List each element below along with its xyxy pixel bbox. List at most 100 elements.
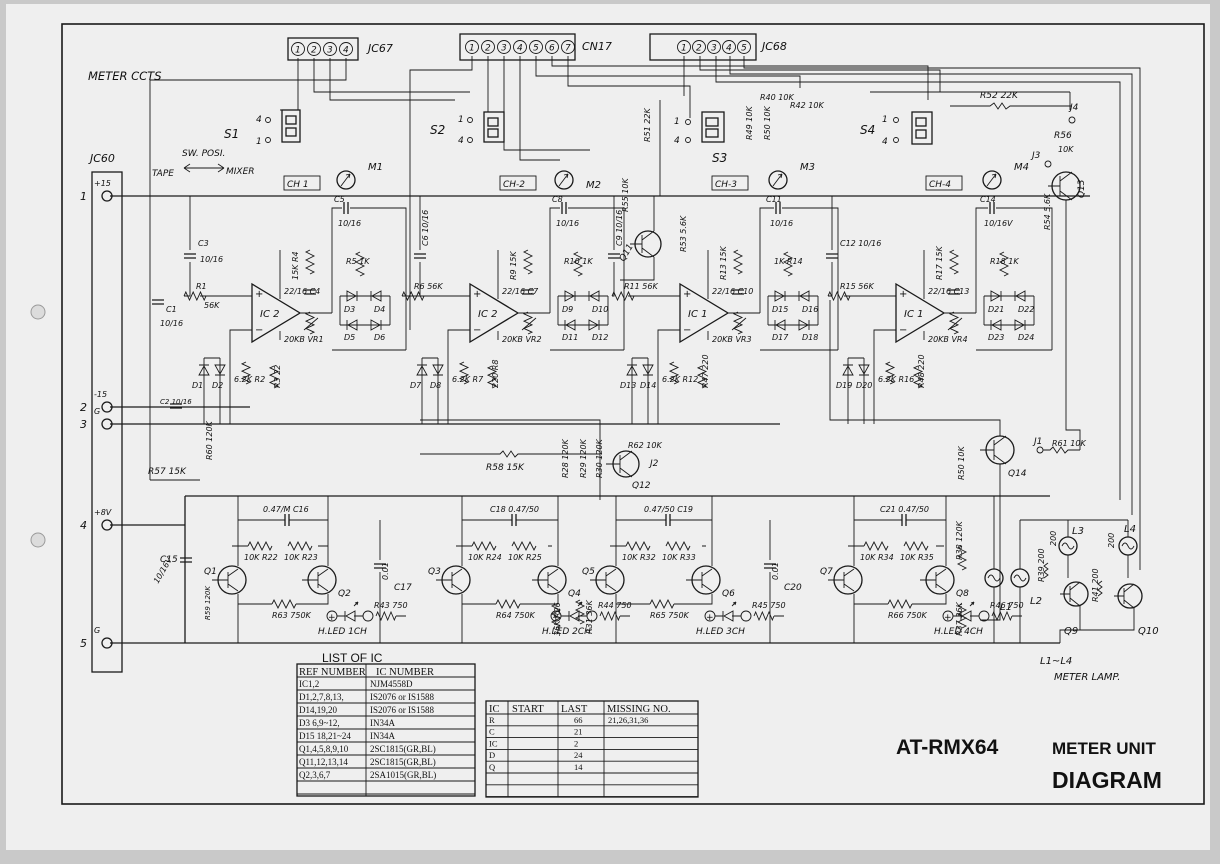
jc60-pin-label: -15: [94, 390, 107, 399]
q13-label: Q13: [1077, 179, 1087, 198]
resistor-label: R18 1K: [990, 257, 1019, 266]
ic-list-ref: Q11,12,13,14: [299, 757, 348, 767]
led-icon: [731, 601, 737, 607]
resistor-label: R9 15K: [509, 251, 518, 280]
cap-label: C5: [334, 195, 345, 204]
svg-text:4: 4: [458, 136, 464, 146]
resistor-label: R37 36K: [955, 602, 964, 636]
jc67-pin-number: 4: [343, 46, 349, 56]
missing-last: 66: [574, 715, 583, 725]
q10-label: Q10: [1138, 626, 1159, 637]
jc67-pin: [291, 42, 305, 56]
transistor-label: Q6: [722, 589, 735, 599]
svg-text:1: 1: [674, 117, 680, 127]
ic-list-ic: IS2076 or IS1588: [370, 705, 435, 715]
diode-label: D10: [592, 305, 608, 314]
cap-label: 0.47/M C16: [263, 505, 309, 514]
missing-last: 2: [574, 738, 578, 748]
s3-label: S3: [712, 151, 727, 165]
r56-label: R56: [1054, 131, 1072, 141]
cn17-pin-number: 6: [549, 44, 555, 54]
resistor-label: R1: [196, 282, 207, 291]
resistor-label: R65 750K: [650, 611, 690, 620]
transistor-q14: [980, 435, 1015, 465]
resistor-label: 6.2K R2: [234, 375, 265, 384]
lamp-control: Q13 R56 10K J4 J3 R52 22K R54 5.6K Q14 J…: [148, 91, 1087, 621]
opamp: [679, 282, 730, 344]
diode-label: D18: [802, 333, 818, 342]
r42-label: R42 10K: [790, 101, 824, 110]
lamp-note: L1~L4: [1040, 656, 1072, 667]
cap-value: 0.01: [381, 562, 390, 580]
r58-label: R58 15K: [486, 463, 525, 473]
svg-text:+: +: [552, 613, 560, 623]
cap-label: C12 10/16: [840, 239, 881, 248]
resistor-label: 6.2K R12: [662, 375, 698, 384]
r61-label: R61 10K: [1052, 439, 1086, 448]
cn17-pin: [561, 40, 575, 54]
switch-s4: 14 S4: [860, 111, 933, 147]
diode-label: D3: [344, 305, 355, 314]
svg-text:+: +: [473, 289, 481, 300]
resistor-value: 56K: [204, 301, 220, 310]
ic-list-ref: D3 6,9~12,: [299, 718, 340, 728]
jc68-pin-number: 3: [711, 44, 717, 54]
resistor-label: R46 750: [990, 601, 1024, 610]
cn17-pin-number: 4: [517, 44, 523, 54]
jc60-pin-number: 1: [80, 190, 87, 203]
cn17-pin: [529, 40, 543, 54]
missing-ic: Q: [489, 762, 495, 772]
resistor-label: R63 750K: [272, 611, 312, 620]
resistor-label: R17 15K: [935, 246, 944, 280]
title-suffix: METER UNIT: [1052, 739, 1157, 758]
channel-label: CH-2: [503, 180, 525, 190]
svg-text:+: +: [899, 289, 907, 300]
paper-sheet: [6, 4, 1210, 850]
diode-label: D11: [562, 333, 578, 342]
l1-label: L1: [1000, 602, 1012, 613]
title-block: AT-RMX64 METER UNIT DIAGRAM: [896, 736, 1162, 793]
svg-text:+: +: [683, 289, 691, 300]
svg-text:200: 200: [1107, 533, 1116, 548]
transistor-q8: [920, 565, 955, 595]
cap-label: C2 10/16: [160, 398, 192, 406]
r57-label: R57 15K: [148, 467, 187, 477]
cn17-pin: [481, 40, 495, 54]
resistor-label: 10K R32: [622, 553, 656, 562]
svg-text:1: 1: [458, 115, 464, 125]
jc67-pin-number: 2: [311, 46, 317, 56]
r55-label: R55 10K: [621, 178, 630, 212]
opamp: [895, 282, 946, 344]
ic-list-ic: IN34A: [370, 731, 395, 741]
svg-text:−: −: [683, 325, 691, 336]
lamp-l2: [1010, 568, 1030, 588]
svg-text:1: 1: [882, 115, 888, 125]
meter-icon: [982, 170, 1002, 190]
svg-text:1: 1: [256, 137, 262, 147]
diode-label: D19: [836, 381, 852, 390]
ic-list-ic: 2SC1815(GR,BL): [370, 757, 436, 767]
resistor-label: R38 120K: [955, 520, 964, 560]
ic-label: IC 1: [688, 309, 707, 320]
svg-text:200: 200: [1049, 531, 1058, 546]
ic-list-header-ic: IC NUMBER: [376, 667, 434, 678]
r28-label: R28 120K: [561, 438, 570, 478]
cap-label: C1: [166, 305, 177, 314]
led-icon: [353, 601, 359, 607]
cn17-pin-number: 7: [565, 44, 571, 54]
r40-label: R40 10K: [760, 93, 794, 102]
resistor-label: 10K R25: [508, 553, 542, 562]
jc67-label: JC67: [366, 42, 393, 55]
ic-list-ref: Q1,4,5,8,9,10: [299, 744, 349, 754]
diode-label: D6: [374, 333, 385, 342]
led-label: H.LED 1CH: [318, 627, 367, 637]
diode-label: D20: [856, 381, 872, 390]
cap-label: C8: [552, 195, 563, 204]
